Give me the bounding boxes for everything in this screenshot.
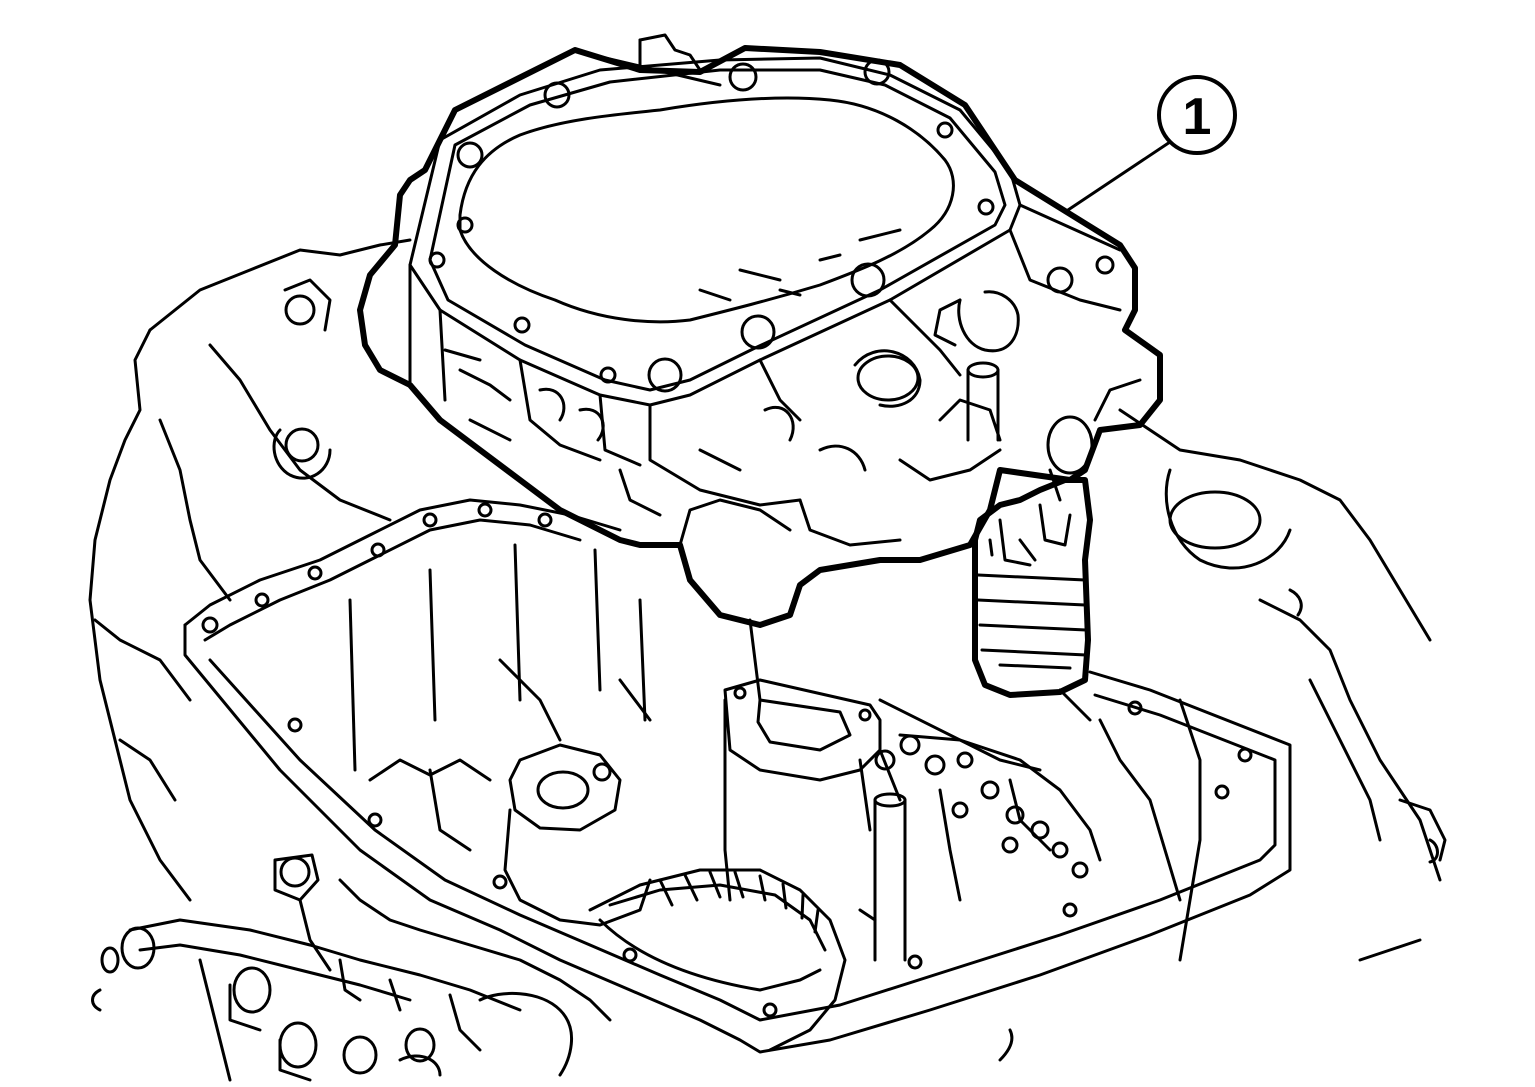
oil-pan-flange	[183, 498, 1292, 1054]
callout-leader-line	[1066, 140, 1172, 212]
solenoid-sensor	[972, 477, 1093, 698]
internal-components	[273, 678, 1102, 1052]
lower-left-parts	[91, 918, 1014, 1082]
callout-label: 1	[1183, 88, 1212, 146]
callout-circle	[1157, 75, 1237, 155]
valve-body	[357, 33, 1163, 628]
transmission-case	[88, 238, 1447, 962]
callout-1: 1	[1066, 75, 1237, 212]
